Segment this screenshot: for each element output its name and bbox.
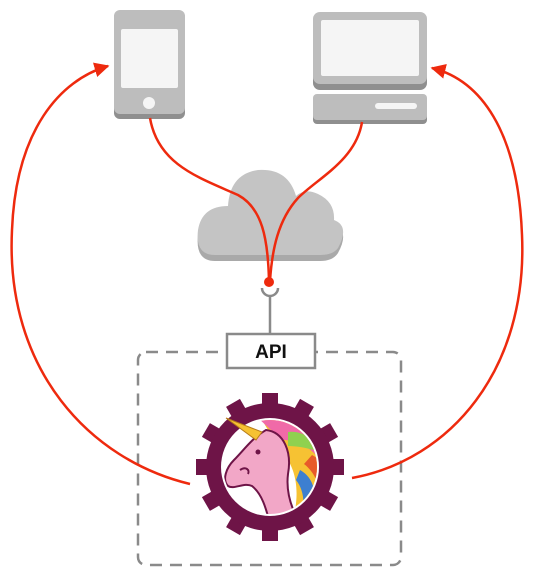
unicorn-gear-logo <box>196 393 344 541</box>
desktop-to-cloud-line <box>268 121 364 282</box>
mobile-phone-icon <box>114 10 185 119</box>
phone-to-cloud-line <box>148 117 271 282</box>
api-label: API <box>255 342 287 363</box>
cloud-icon <box>197 169 344 261</box>
socket-connector <box>260 287 280 298</box>
logo-to-desktop-arrow <box>351 64 524 480</box>
logo-to-phone-arrow <box>10 62 191 486</box>
connection-dot <box>264 277 274 287</box>
desktop-computer-icon <box>313 12 427 124</box>
api-box: API <box>225 332 317 370</box>
